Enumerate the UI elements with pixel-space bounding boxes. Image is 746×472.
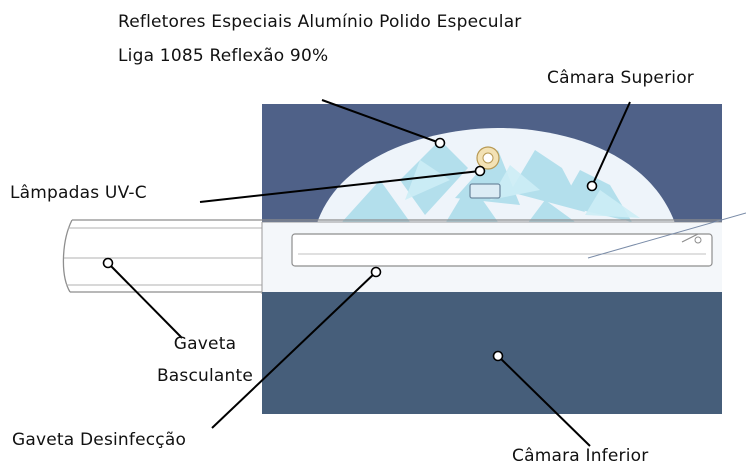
uv-light-facets-light [405,160,640,218]
uv-lamp-socket [469,183,501,199]
label-tilting-drawer-line1: Gaveta [173,334,237,354]
marker-lower-chamber [492,350,504,362]
leader-lower-chamber [497,355,591,447]
label-reflectors-line1: Refletores Especiais Alumínio Polido Esp… [118,12,522,32]
marker-tilting-drawer [102,257,114,269]
leader-reflectors [321,99,441,144]
leader-markers [102,137,598,362]
leader-disinfection-drawer [211,271,377,429]
drawer-hinge-pin [694,236,702,244]
marker-upper-chamber [586,180,598,192]
label-lamps: Lâmpadas UV-C [10,183,147,203]
lower-chamber-panel [262,292,722,414]
leader-unlabeled [587,212,746,259]
uv-lamp-core [482,152,494,164]
leader-lamps [199,170,481,203]
label-disinfection-drawer: Gaveta Desinfecção [12,430,187,450]
marker-disinfection-drawer [370,266,382,278]
tilting-drawer-end-cap [62,219,73,293]
label-lower-chamber: Câmara Inferior [512,446,649,466]
leader-tilting-drawer [107,262,183,339]
label-upper-chamber: Câmara Superior [547,68,694,88]
drawer-hinge [681,233,699,243]
label-reflectors-line2: Liga 1085 Reflexão 90% [118,46,329,66]
label-tilting-drawer-line2: Basculante [156,366,254,386]
disinfection-drawer-front [291,233,713,267]
marker-reflectors [434,137,446,149]
leader-lines [107,99,631,447]
marker-lamps [474,165,486,177]
leader-upper-chamber [591,101,631,187]
